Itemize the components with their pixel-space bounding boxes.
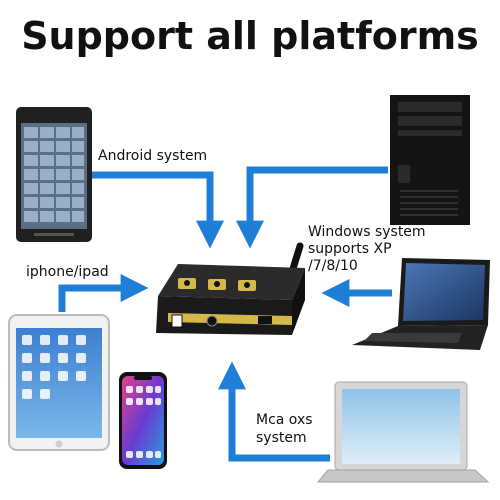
- arrow-android: [88, 171, 224, 249]
- mac-label-line1: Mca oxs: [256, 412, 313, 428]
- laptop-image: [352, 258, 490, 350]
- arrow-iphone: [58, 274, 149, 312]
- arrow-desktop: [236, 166, 388, 249]
- desktop-tower-image: [390, 95, 470, 225]
- android-label: Android system: [98, 148, 208, 164]
- iphone-image: [119, 372, 167, 469]
- connection-arrows: [58, 166, 392, 462]
- android-phone-image: [16, 107, 92, 242]
- windows-label-line2: supports XP: [308, 241, 392, 257]
- audio-converter-device-image: [156, 242, 305, 335]
- windows-label-line3: /7/8/10: [308, 258, 358, 274]
- macbook-image: [316, 381, 490, 483]
- page-title: Support all platforms: [21, 14, 479, 58]
- windows-label-line1: Windows system: [308, 224, 426, 240]
- ipad-image: [8, 314, 110, 451]
- arrow-mac: [218, 361, 330, 462]
- iphone-ipad-label: iphone/ipad: [26, 264, 109, 280]
- mac-label-line2: system: [256, 430, 307, 446]
